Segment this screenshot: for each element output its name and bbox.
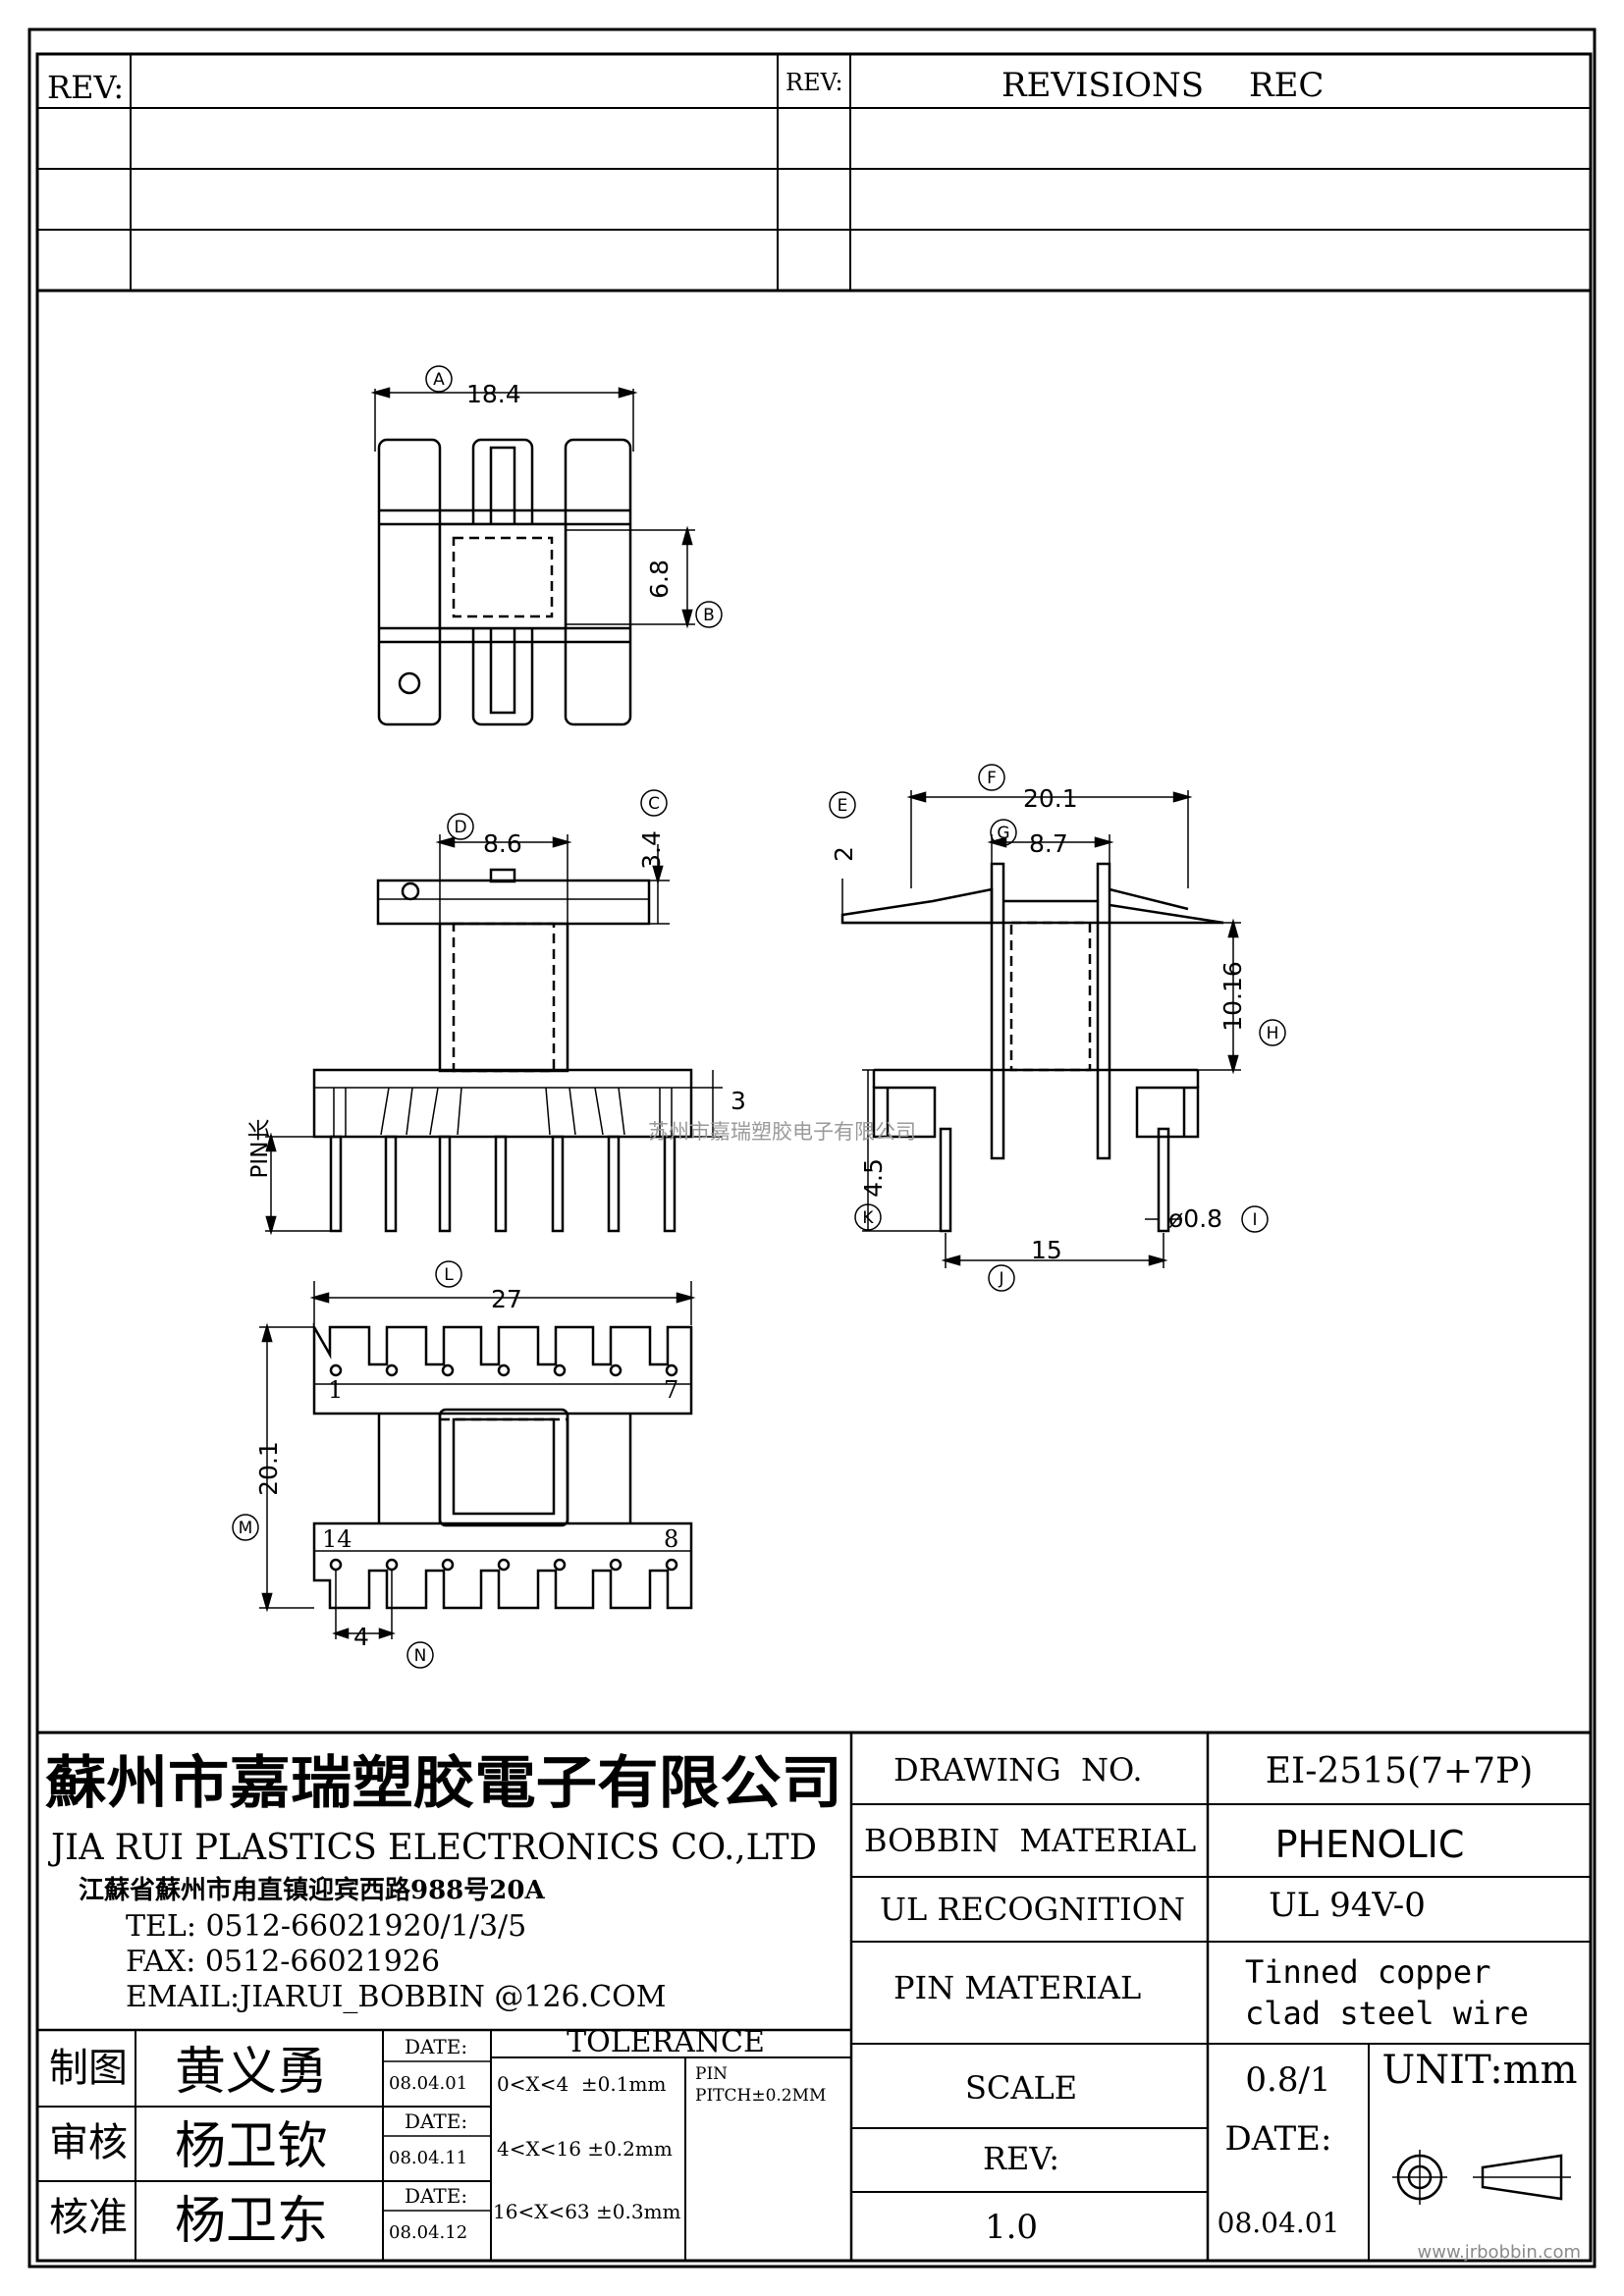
side-view (840, 790, 1241, 1268)
pin-7-label: 7 (664, 1376, 678, 1404)
dim-i: ø0.8 (1168, 1204, 1222, 1233)
rev-value: 1.0 (985, 2208, 1038, 2247)
marker-j: J (998, 1269, 1003, 1289)
name-drafter: 黄义勇 (175, 2043, 328, 2102)
marker-f: F (987, 769, 997, 788)
top-view (370, 387, 695, 726)
company-name-en: JIA RUI PLASTICS ELECTRONICS CO.,LTD (47, 1828, 817, 1868)
marker-g: G (997, 824, 1009, 843)
pin-14-label: 14 (322, 1525, 352, 1553)
marker-m: M (239, 1519, 253, 1538)
dim-e: 2 (830, 846, 858, 862)
dim-c: 3.4 (637, 830, 666, 870)
pin-8-label: 8 (664, 1525, 678, 1553)
top-view-labels: A 18.4 6.8 B (425, 365, 723, 628)
role-approver: 核准 (49, 2195, 128, 2240)
date-approver: 08.04.12 (389, 2222, 467, 2243)
bobbin-material-value: PHENOLIC (1275, 1823, 1465, 1866)
scale-value: 0.8/1 (1245, 2060, 1330, 2100)
dim-3: 3 (731, 1087, 746, 1115)
drawing-no-label: DRAWING NO. (893, 1751, 1143, 1789)
dim-m: 20.1 (254, 1441, 283, 1496)
dim-f: 20.1 (1023, 784, 1078, 813)
company-tel: TEL: 0512-66021920/1/3/5 (126, 1909, 526, 1944)
marker-k: K (862, 1208, 874, 1228)
bobbin-material-label: BOBBIN MATERIAL (864, 1822, 1196, 1859)
marker-i: I (1252, 1210, 1257, 1230)
tolerance-row-3: 16<X<63 ±0.3mm (493, 2200, 681, 2223)
outer-border (27, 27, 1597, 2269)
tolerance-row-1: 0<X<4 ±0.1mm (497, 2072, 666, 2096)
scale-label: SCALE (965, 2069, 1077, 2107)
dim-d: 8.6 (483, 829, 522, 858)
company-name-cn: 蘇州市嘉瑞塑胶電子有限公司 (45, 1749, 842, 1816)
date-label-approver: DATE: (405, 2184, 467, 2208)
pin-1-label: 1 (328, 1376, 343, 1404)
signature-block: 制图 黄义勇 DATE: 08.04.01 审核 杨卫钦 DATE: 08.04… (49, 2035, 467, 2251)
side-view-labels: E 2 F 20.1 G 8.7 10.16 H 4.5 K ø0.8 I 15… (829, 764, 1286, 1292)
tolerance-title: TOLERANCE (567, 2025, 765, 2059)
marker-e: E (838, 796, 848, 816)
rev-label-left: REV: (47, 69, 124, 106)
dim-h: 10.16 (1218, 961, 1247, 1032)
company-fax: FAX: 0512-66021926 (126, 1945, 440, 1979)
name-reviewer: 杨卫钦 (175, 2117, 328, 2176)
date-label-reviewer: DATE: (405, 2109, 467, 2133)
bottom-view-labels: L 27 20.1 M 4 N 1 7 14 8 (232, 1260, 678, 1669)
marker-a: A (433, 370, 445, 390)
inner-border (35, 52, 1593, 2263)
projection-symbol-icon (1392, 2150, 1571, 2205)
pin-pitch-line-2: PITCH±0.2MM (695, 2086, 826, 2106)
dim-a: 18.4 (466, 380, 521, 408)
marker-c: C (648, 794, 660, 814)
date-reviewer: 08.04.11 (389, 2148, 467, 2168)
marker-d: D (454, 818, 466, 837)
tolerance-block: TOLERANCE 0<X<4 ±0.1mm 4<X<16 ±0.2mm 16<… (493, 2025, 826, 2223)
front-view-labels: D 8.6 C 3.4 3 PIN长 (247, 789, 746, 1179)
revisions-title: REVISIONS (1001, 66, 1204, 105)
marker-h: H (1267, 1024, 1279, 1043)
bottom-view (259, 1281, 696, 1639)
revision-table: REV: REV: REVISIONS REC (37, 54, 1591, 293)
date-drafter: 08.04.01 (389, 2073, 467, 2094)
rec-label: REC (1249, 66, 1324, 105)
ul-recognition-value: UL 94V-0 (1269, 1886, 1426, 1925)
rev-label-right: REV: (785, 69, 843, 96)
drawing-no-value: EI-2515(7+7P) (1266, 1751, 1534, 1791)
dim-b: 6.8 (645, 560, 674, 599)
pin-material-label: PIN MATERIAL (893, 1969, 1141, 2006)
company-address: 江蘇省蘇州市甪直镇迎宾西路988号20A (79, 1875, 545, 1905)
pin-material-value-1: Tinned copper (1245, 1953, 1490, 1991)
footer-watermark: www.jrbobbin.com (1418, 2242, 1582, 2263)
pin-length-label: PIN长 (247, 1119, 273, 1179)
marker-b: B (703, 606, 715, 625)
role-drafter: 制图 (49, 2046, 128, 2091)
ul-recognition-label: UL RECOGNITION (880, 1891, 1185, 1928)
dim-j: 15 (1031, 1236, 1062, 1264)
front-view (265, 834, 723, 1236)
spec-block: DRAWING NO. EI-2515(7+7P) BOBBIN MATERIA… (864, 1751, 1578, 2247)
rev-label: REV: (983, 2140, 1059, 2177)
pin-material-value-2: clad steel wire (1245, 1995, 1529, 2032)
date-value: 08.04.01 (1218, 2207, 1340, 2239)
date-label-drafter: DATE: (405, 2035, 467, 2058)
marker-l: L (444, 1265, 454, 1285)
company-email: EMAIL:JIARUI_BOBBIN @126.COM (126, 1980, 666, 2014)
marker-n: N (414, 1646, 427, 1666)
dim-n: 4 (353, 1623, 369, 1651)
company-block: 蘇州市嘉瑞塑胶電子有限公司 JIA RUI PLASTICS ELECTRONI… (45, 1749, 842, 2014)
name-approver: 杨卫东 (175, 2192, 328, 2251)
role-reviewer: 审核 (49, 2120, 128, 2165)
dim-k: 4.5 (859, 1158, 888, 1198)
dim-l: 27 (491, 1285, 522, 1313)
dim-g: 8.7 (1029, 829, 1068, 858)
center-watermark: 苏州市嘉瑞塑胶电子有限公司 (648, 1120, 916, 1144)
unit-label: UNIT:mm (1381, 2048, 1577, 2093)
date-label: DATE: (1225, 2119, 1332, 2159)
title-block-grid (37, 1731, 1591, 2261)
tolerance-row-2: 4<X<16 ±0.2mm (497, 2137, 673, 2161)
pin-pitch-line-1: PIN (695, 2064, 728, 2084)
